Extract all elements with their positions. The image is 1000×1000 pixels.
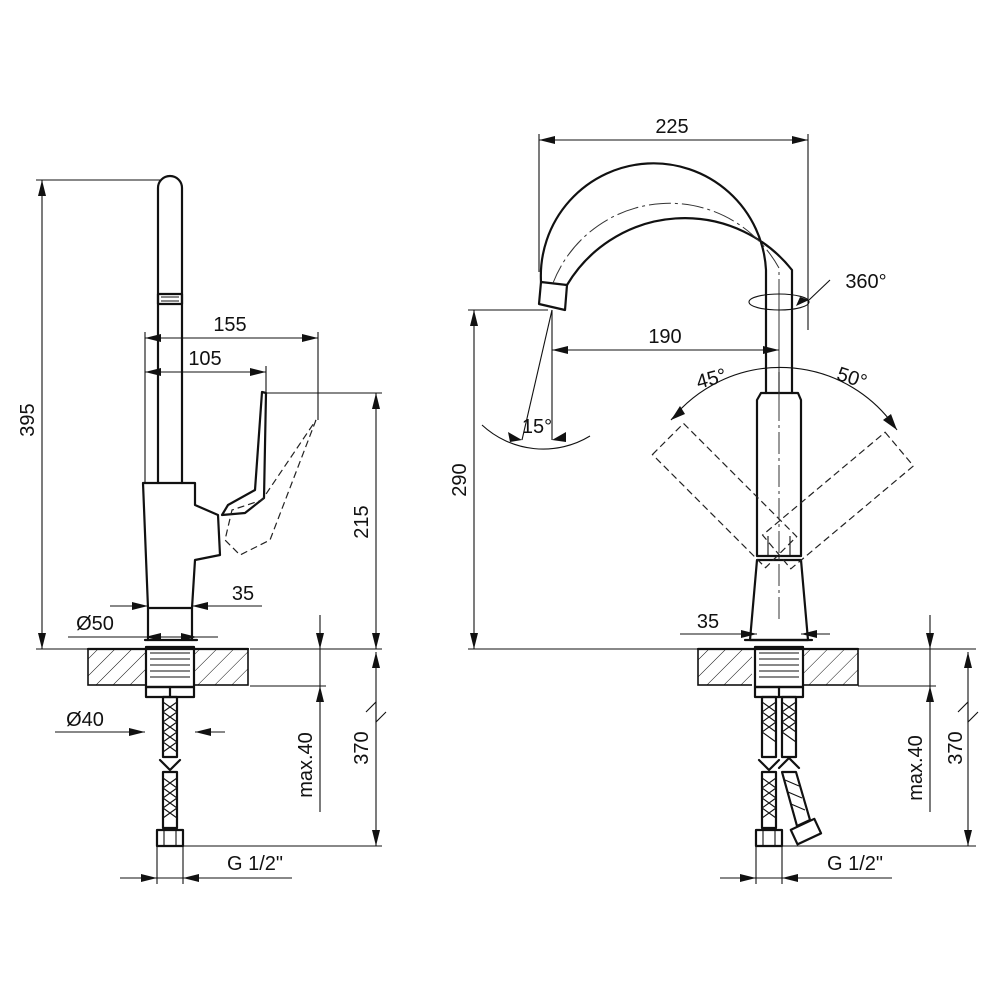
dim-max40-front: max.40: [905, 735, 927, 801]
dim-395: 395: [17, 403, 39, 436]
dim-215: 215: [351, 505, 373, 538]
dim-370-front: 370: [945, 731, 967, 764]
lever-front: [755, 391, 803, 558]
lever-ghost-left: [651, 422, 798, 569]
hose-side: [155, 695, 185, 848]
faucet-body-side: [141, 481, 222, 610]
aerator-side: [156, 292, 184, 306]
dim-d40: Ø40: [66, 709, 104, 731]
dim-d50: Ø50: [76, 613, 114, 635]
dim-290: 290: [449, 463, 471, 496]
dim-360: 360°: [845, 271, 886, 293]
spout-arc: [539, 162, 794, 395]
side-view: 395 155 105 215 35 Ø50: [17, 174, 387, 884]
lever-side: [220, 390, 268, 517]
lever-open-outline: [224, 419, 317, 556]
dim-225: 225: [655, 116, 688, 138]
hose-front: [754, 695, 823, 848]
dim-155: 155: [213, 314, 246, 336]
dim-190: 190: [648, 326, 681, 348]
dim-45: 45°: [694, 365, 729, 394]
spout-tube-side: [156, 174, 184, 485]
dim-15: 15°: [522, 416, 552, 438]
dim-105: 105: [188, 348, 221, 370]
dim-370-side: 370: [351, 731, 373, 764]
dim-50: 50°: [834, 363, 870, 393]
dim-max40-side: max.40: [295, 732, 317, 798]
spout-outlet: [537, 280, 569, 312]
lever-ghost-right: [761, 431, 915, 570]
dim-thread-side: G 1/2": [227, 853, 283, 875]
dim-35-front: 35: [697, 611, 719, 633]
dim-35-side: 35: [232, 583, 254, 605]
front-view: 360° 225 190 45° 50° 15° 290: [449, 116, 979, 884]
dim-thread-front: G 1/2": [827, 853, 883, 875]
